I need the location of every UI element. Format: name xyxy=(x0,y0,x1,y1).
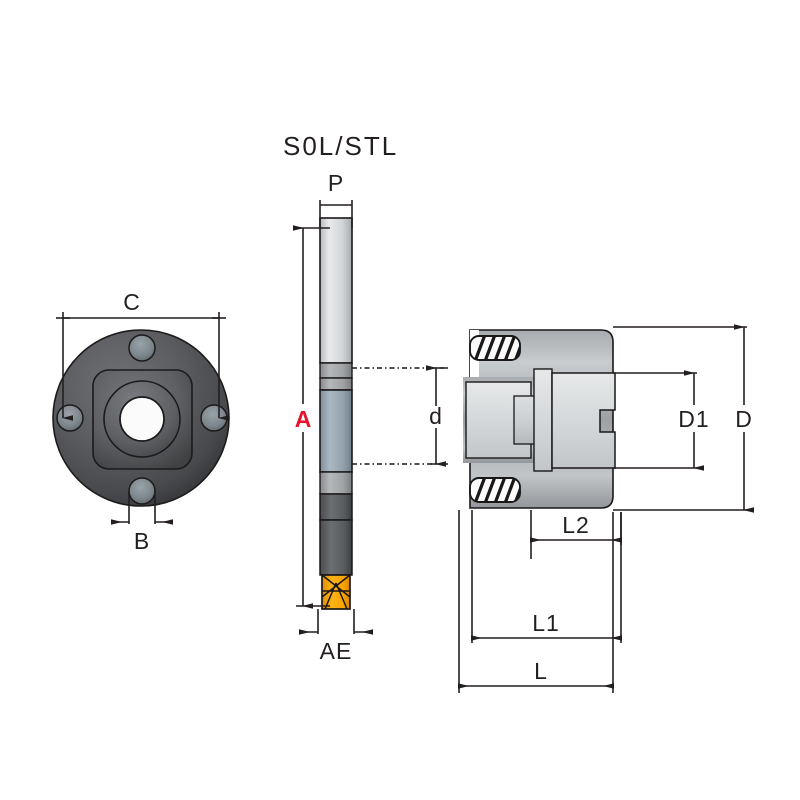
dimension-a: A xyxy=(293,225,330,609)
dimension-d1-label: D1 xyxy=(678,406,709,432)
blade-segment-upper xyxy=(319,217,353,364)
flange-bolt-hole-right xyxy=(200,404,228,432)
dimension-b-label: B xyxy=(134,528,150,554)
blade-segment-lower-dark xyxy=(319,493,353,521)
dimension-l1-label: L1 xyxy=(532,610,560,636)
dimension-l: L xyxy=(458,510,614,693)
drawing-title: S0L/STL xyxy=(283,131,398,161)
dimension-l2: L2 xyxy=(530,510,622,559)
dimension-p-label: P xyxy=(328,170,344,196)
flange-bolt-hole-bottom xyxy=(128,477,156,505)
hub-center-spacer xyxy=(513,395,537,445)
flange-bolt-hole-top xyxy=(128,334,156,362)
front-flange-view: C B xyxy=(52,289,230,554)
dimension-ae: AE xyxy=(299,609,373,664)
flange-bolt-hole-left xyxy=(56,404,84,432)
dimension-d1: D1 xyxy=(613,370,709,471)
hub-key-rib xyxy=(533,368,553,472)
side-blade-section: P A AE xyxy=(293,170,448,664)
dimension-a-label: A xyxy=(295,406,312,432)
dimension-d-large-label: D xyxy=(735,406,753,432)
flange-center-bore xyxy=(119,396,165,442)
thread-hatch-icon-top xyxy=(469,335,521,361)
blade-segment-lower-band xyxy=(319,471,353,495)
dimension-l1: L1 xyxy=(471,510,622,643)
dimension-c-label: C xyxy=(123,289,141,315)
blade-segment-body-lower xyxy=(319,519,353,576)
dimension-p: P xyxy=(319,170,353,228)
thread-hatch-icon-bottom xyxy=(469,477,521,503)
blade-segment-upper-band2 xyxy=(319,377,353,391)
dimension-ae-label: AE xyxy=(320,638,353,664)
hub-assembly-section xyxy=(463,329,616,509)
dimension-d-large: D xyxy=(613,324,754,513)
blade-segment-upper-band xyxy=(319,362,353,379)
carbide-tip-icon xyxy=(321,574,351,610)
dimension-l2-label: L2 xyxy=(562,512,590,538)
title-text: S0L/STL xyxy=(283,131,398,161)
blade-segment-bore xyxy=(319,389,353,473)
dimension-d-small: d xyxy=(426,365,448,467)
dimension-b: B xyxy=(111,491,173,554)
dimension-l-label: L xyxy=(534,658,548,684)
carbide-tip-body xyxy=(321,574,351,610)
dimension-c: C xyxy=(56,289,229,421)
dimension-d-small-label: d xyxy=(429,403,443,429)
hub-right-shaft xyxy=(551,372,616,469)
